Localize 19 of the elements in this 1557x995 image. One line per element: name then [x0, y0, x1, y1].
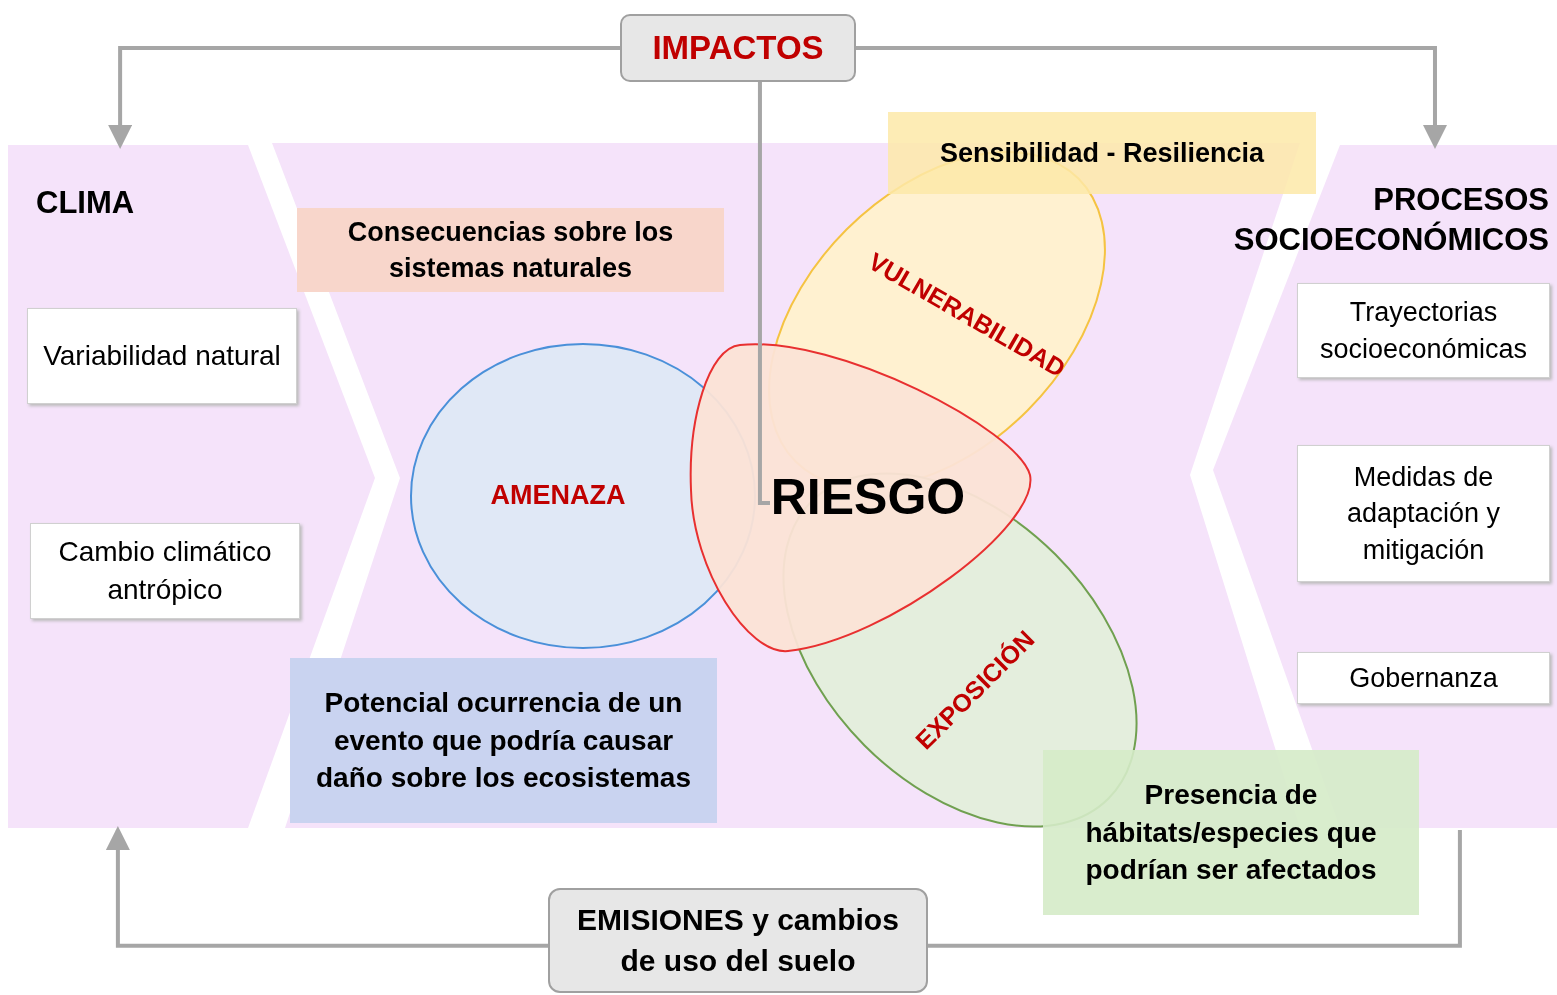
center-label: RIESGO: [770, 468, 966, 526]
panel-heading: CLIMA: [36, 184, 135, 222]
note-box: Consecuencias sobre los sistemas naturales: [297, 208, 724, 292]
arrow: [108, 46, 620, 149]
arrow: [856, 46, 1447, 149]
text-box: Trayectorias socioeconómicas: [1297, 283, 1550, 378]
title-box: EMISIONES y cambios de uso del suelo: [548, 888, 928, 993]
connector-line: [928, 830, 1462, 948]
note-box: Presencia de hábitats/especies que podrían ser afectados: [1043, 750, 1419, 915]
text-box: Cambio climático antrópico: [30, 523, 300, 619]
title-box: IMPACTOS: [620, 14, 856, 82]
text-box: Variabilidad natural: [27, 308, 297, 404]
connector-line: [757, 82, 770, 506]
text-box: Medidas de adaptación y mitigación: [1297, 445, 1550, 582]
arrow: [105, 826, 548, 948]
text-box: Gobernanza: [1297, 652, 1550, 704]
note-box: Sensibilidad - Resiliencia: [888, 112, 1316, 194]
ellipse-label: AMENAZA: [490, 479, 626, 511]
note-box: Potencial ocurrencia de un evento que podría causar daño sobre los ecosistemas: [290, 658, 717, 823]
